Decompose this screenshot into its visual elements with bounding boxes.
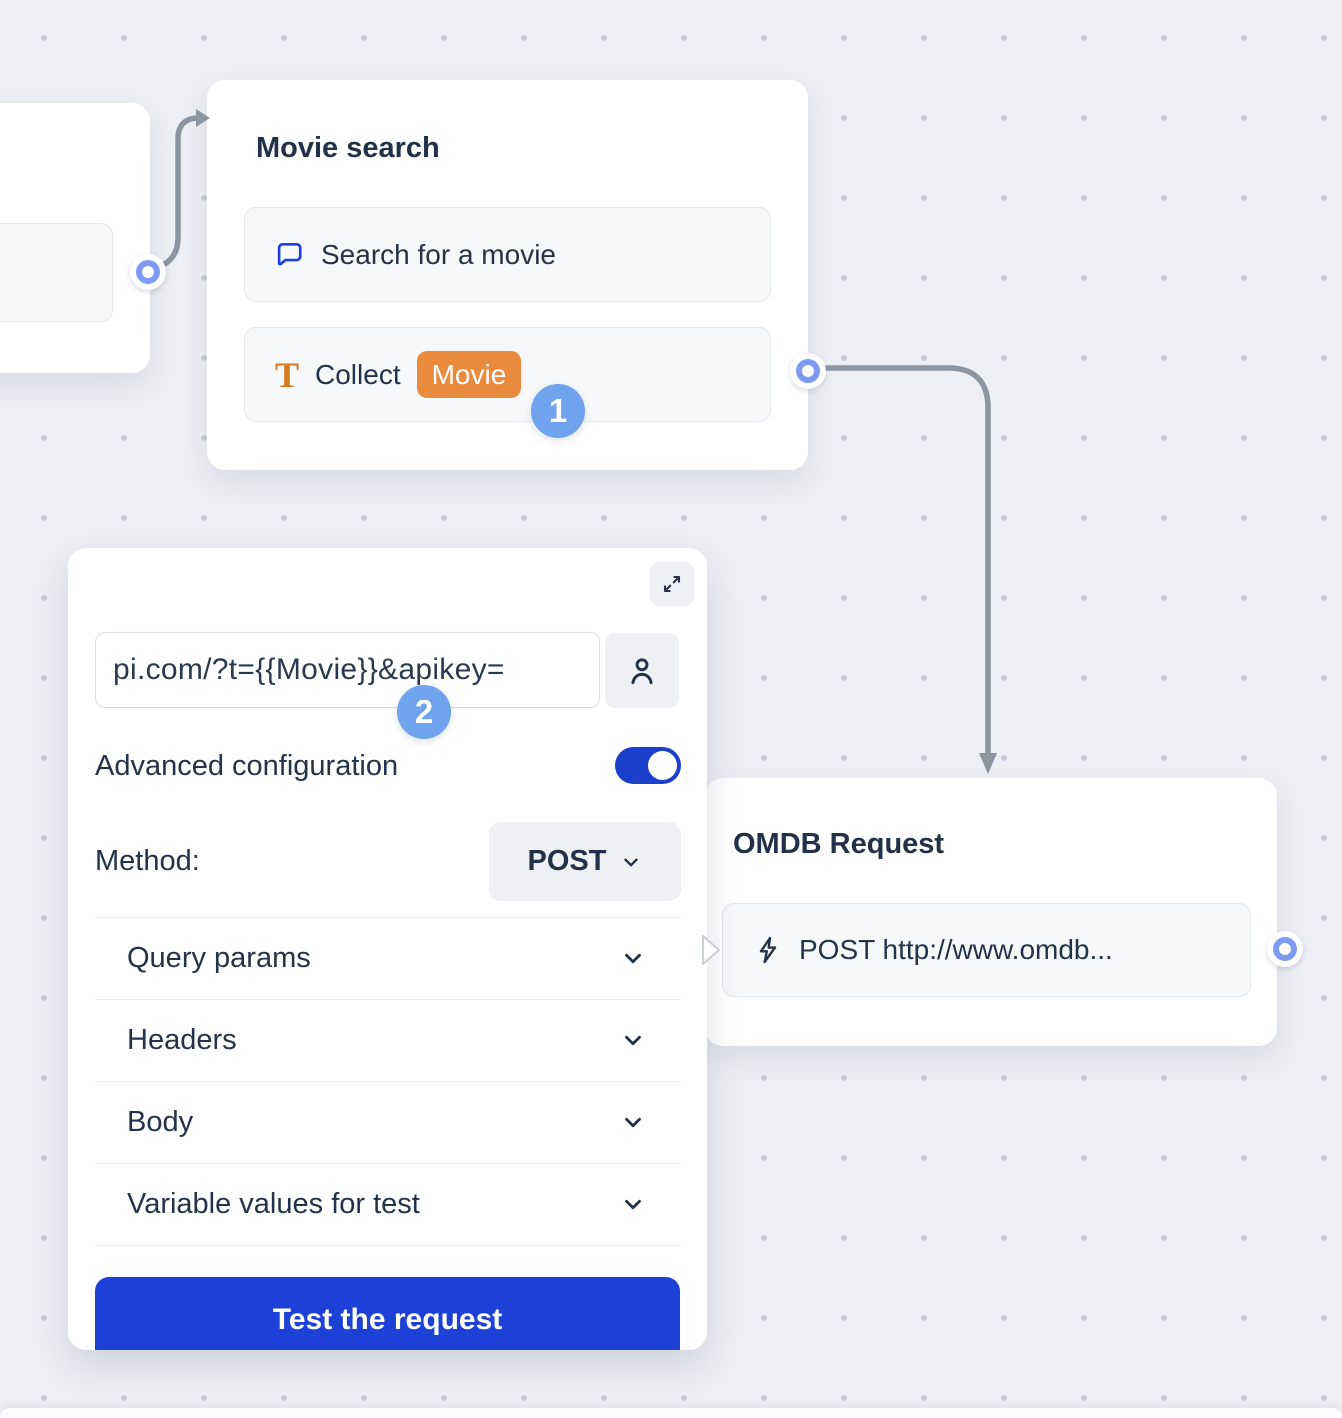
advanced-configuration-label: Advanced configuration [95,750,398,783]
method-dropdown[interactable]: POST [489,822,681,901]
connector-movie-search-to-omdb [826,368,988,754]
person-icon [625,654,659,688]
section-headers[interactable]: Headers [95,999,681,1081]
chevron-down-icon [620,945,646,971]
test-request-button[interactable]: Test the request [95,1277,680,1350]
chevron-down-icon [620,1109,646,1135]
toggle-knob [648,751,677,780]
omdb-input-arrow [698,932,724,968]
section-variable-values[interactable]: Variable values for test [95,1163,681,1245]
node-omdb-request[interactable]: OMDB Request POST http://www.omdb... [705,778,1277,1046]
bottom-card-edge [0,1408,1342,1418]
connector-left-to-movie-search [159,118,199,267]
step-badge-2: 2 [397,685,451,739]
output-port-omdb-request[interactable] [1267,931,1303,967]
output-port-left-node[interactable] [130,254,166,290]
chevron-down-icon [620,851,642,873]
lightning-icon [753,934,783,966]
port-ring [796,359,820,383]
step-badge-1: 1 [531,384,585,438]
output-port-movie-search[interactable] [790,353,826,389]
section-label: Body [127,1106,193,1139]
section-query-params[interactable]: Query params [95,917,681,999]
port-ring [136,260,160,284]
expand-icon [660,572,684,596]
chevron-down-icon [620,1191,646,1217]
url-input[interactable]: pi.com/?t={{Movie}}&apikey= [95,632,600,708]
chevron-down-icon [620,1027,646,1053]
node-row-webhook[interactable]: POST http://www.omdb... [722,903,1251,997]
method-label: Method: [95,845,200,878]
arrowhead-right [196,109,210,127]
node-row-label: POST http://www.omdb... [799,934,1113,966]
node-title: OMDB Request [733,828,944,861]
advanced-configuration-toggle[interactable] [615,747,681,784]
method-value: POST [528,845,607,878]
url-value: pi.com/?t={{Movie}}&apikey= [113,653,505,687]
divider [95,1245,681,1246]
section-body[interactable]: Body [95,1081,681,1163]
section-label: Variable values for test [127,1188,420,1221]
webhook-config-panel: pi.com/?t={{Movie}}&apikey= Advanced con… [68,548,707,1350]
port-ring [1273,937,1297,961]
insert-variable-button[interactable] [605,633,679,708]
section-label: Headers [127,1024,237,1057]
arrowhead-down [979,753,997,774]
expand-button[interactable] [650,562,694,606]
section-label: Query params [127,942,311,975]
